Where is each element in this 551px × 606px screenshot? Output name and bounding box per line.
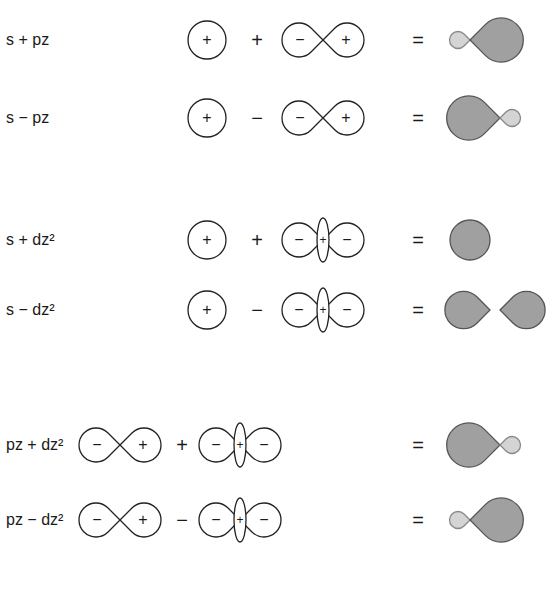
operator-sign: + <box>176 435 188 455</box>
phase-sign: − <box>294 232 303 248</box>
phase-sign: − <box>295 110 304 126</box>
s-orbital <box>188 21 226 59</box>
operator-sign: = <box>412 300 424 320</box>
hybrid-large-lobe <box>470 18 523 62</box>
phase-sign: + <box>236 439 243 451</box>
phase-sign: − <box>259 512 268 528</box>
phase-sign: − <box>295 32 304 48</box>
phase-sign: + <box>202 302 211 318</box>
phase-sign: + <box>202 110 211 126</box>
phase-sign: − <box>211 512 220 528</box>
hybrid-large-lobe <box>500 291 545 328</box>
phase-sign: + <box>138 437 147 453</box>
combination-label: s − pz <box>6 110 49 126</box>
d-torus <box>317 288 329 332</box>
phase-sign: + <box>236 514 243 526</box>
operator-sign: = <box>412 435 424 455</box>
s-orbital <box>188 99 226 137</box>
s-orbital <box>188 221 226 259</box>
s-orbital <box>188 291 226 329</box>
phase-sign: − <box>342 302 351 318</box>
phase-sign: + <box>202 232 211 248</box>
operator-sign: = <box>412 30 424 50</box>
phase-sign: + <box>341 32 350 48</box>
hybrid-sphere <box>450 220 490 260</box>
p-lobe <box>323 101 364 135</box>
combination-label: s + pz <box>6 32 49 48</box>
combination-label: pz + dz² <box>6 437 63 453</box>
phase-sign: − <box>259 437 268 453</box>
operator-sign: − <box>176 510 188 530</box>
combination-label: s − dz² <box>6 302 54 318</box>
p-lobe <box>79 428 120 462</box>
phase-sign: − <box>92 437 101 453</box>
p-lobe <box>282 23 323 57</box>
operator-sign: = <box>412 108 424 128</box>
operator-sign: = <box>412 510 424 530</box>
hybrid-small-lobe <box>449 32 470 49</box>
phase-sign: − <box>342 232 351 248</box>
p-lobe <box>323 23 364 57</box>
operator-sign: + <box>251 230 263 250</box>
combination-label: s + dz² <box>6 232 54 248</box>
operator-sign: − <box>251 108 263 128</box>
d-torus <box>317 218 329 262</box>
d-torus <box>234 423 246 467</box>
hybrid-small-lobe <box>500 437 521 454</box>
operator-sign: + <box>251 30 263 50</box>
operator-sign: − <box>251 300 263 320</box>
hybrid-large-lobe <box>447 423 500 467</box>
phase-sign: + <box>319 304 326 316</box>
phase-sign: + <box>138 512 147 528</box>
phase-sign: + <box>319 234 326 246</box>
d-torus <box>234 498 246 542</box>
operator-sign: = <box>412 230 424 250</box>
phase-sign: + <box>202 32 211 48</box>
phase-sign: + <box>341 110 350 126</box>
hybrid-large-lobe <box>470 498 523 542</box>
p-lobe <box>282 101 323 135</box>
hybrid-small-lobe <box>500 110 521 127</box>
hybrid-large-lobe <box>445 291 490 328</box>
p-lobe <box>120 428 161 462</box>
phase-sign: − <box>92 512 101 528</box>
hybrid-small-lobe <box>449 512 470 529</box>
hybrid-large-lobe <box>447 96 500 140</box>
p-lobe <box>79 503 120 537</box>
p-lobe <box>120 503 161 537</box>
combination-label: pz − dz² <box>6 512 63 528</box>
phase-sign: − <box>211 437 220 453</box>
phase-sign: − <box>294 302 303 318</box>
